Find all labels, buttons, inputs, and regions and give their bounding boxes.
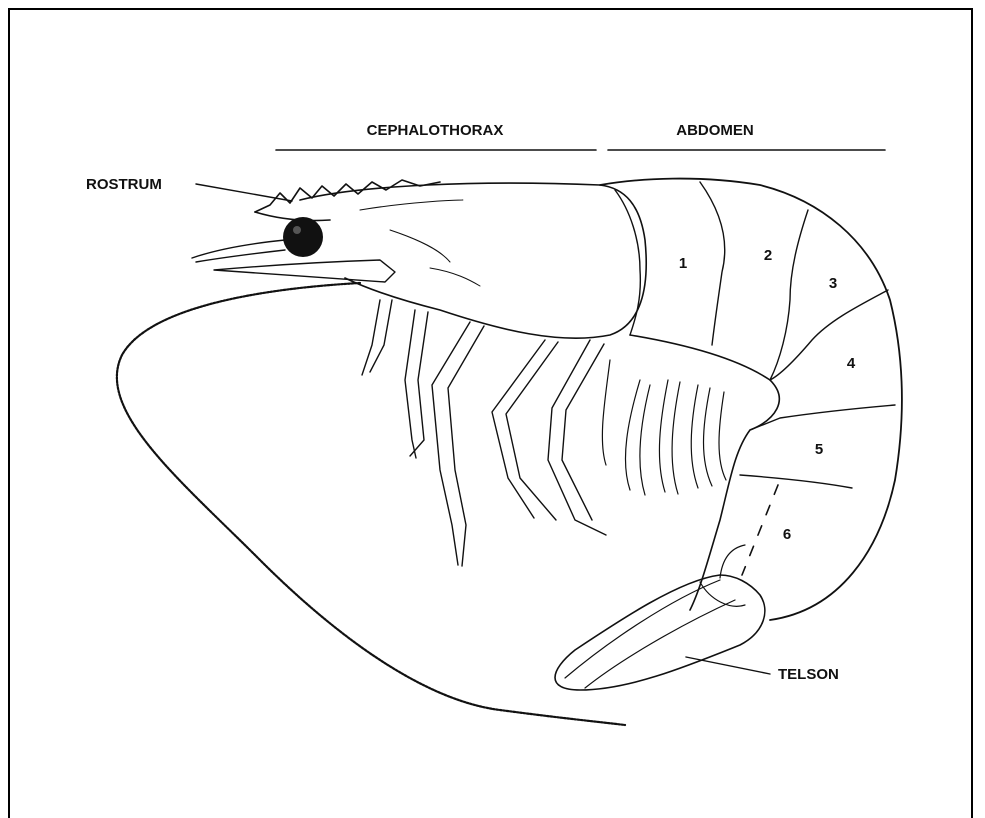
abdomen-label: ABDOMEN <box>676 122 754 139</box>
telson-label: TELSON <box>778 666 839 683</box>
segment-3-label: 3 <box>829 275 837 292</box>
rostrum-label: ROSTRUM <box>86 176 162 193</box>
abdomen-ventral-outline <box>630 335 779 610</box>
segment-5-label: 5 <box>815 441 823 458</box>
antennal-scale <box>214 260 395 282</box>
tail-fan <box>555 575 765 690</box>
segment-2-label: 2 <box>764 247 772 264</box>
telson-leader-line <box>686 657 770 674</box>
shrimp-illustration <box>117 179 902 725</box>
eye <box>283 217 323 257</box>
segment-6-label: 6 <box>783 526 791 543</box>
rostrum-lower-edge <box>255 212 330 221</box>
rostrum-spines <box>255 180 440 212</box>
segment-6-dashed-line <box>742 485 778 575</box>
rostrum-leader-line <box>196 184 292 201</box>
cephalothorax-label: CEPHALOTHORAX <box>367 122 504 139</box>
segment-1-label: 1 <box>679 255 687 272</box>
segment-4-label: 4 <box>847 355 856 372</box>
